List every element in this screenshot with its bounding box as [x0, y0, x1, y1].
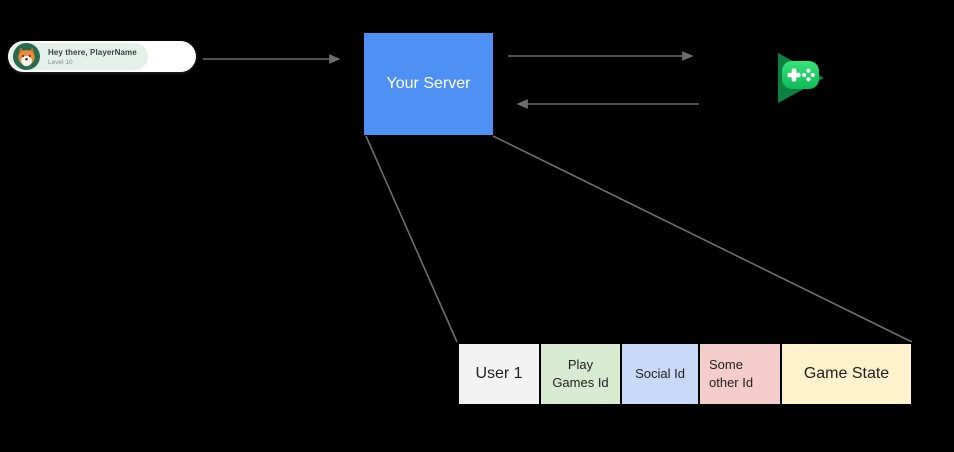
- cell-label: Game State: [803, 365, 890, 383]
- cell-label: Social Id: [635, 366, 685, 382]
- gamepad-button-right: [810, 72, 815, 78]
- callout-line-right: [492, 135, 913, 343]
- level-text: Level 10: [48, 58, 73, 66]
- table-cell-user: User 1: [459, 344, 539, 404]
- table-cell-social-id: Social Id: [622, 344, 698, 404]
- table-cell-play-games-id: Play Games Id: [541, 344, 620, 404]
- server-box-label: Your Server: [386, 75, 471, 92]
- user-record-table: User 1 Play Games Id Social Id Some othe…: [457, 342, 913, 406]
- fox-avatar-icon: [13, 43, 40, 70]
- cell-label: Some other Id: [709, 357, 754, 390]
- gamepad-button-top: [806, 68, 811, 73]
- player-greeting-card: Hey there, PlayerName Level 10: [8, 41, 196, 72]
- cell-label: Play Games Id: [552, 357, 609, 390]
- dpad-vertical: [791, 68, 797, 82]
- google-play-games-icon: [778, 53, 824, 103]
- callout-line-left: [365, 135, 458, 343]
- card-text-block: Hey there, PlayerName Level 10: [48, 41, 137, 72]
- gamepad-button-bottom: [806, 77, 811, 82]
- table-cell-other-id: Some other Id: [700, 344, 780, 404]
- cell-label: User 1: [475, 365, 523, 383]
- table-cell-game-state: Game State: [782, 344, 911, 404]
- server-box: Your Server: [364, 33, 493, 135]
- greeting-text: Hey there, PlayerName: [48, 47, 137, 57]
- gamepad-button-left: [802, 72, 807, 78]
